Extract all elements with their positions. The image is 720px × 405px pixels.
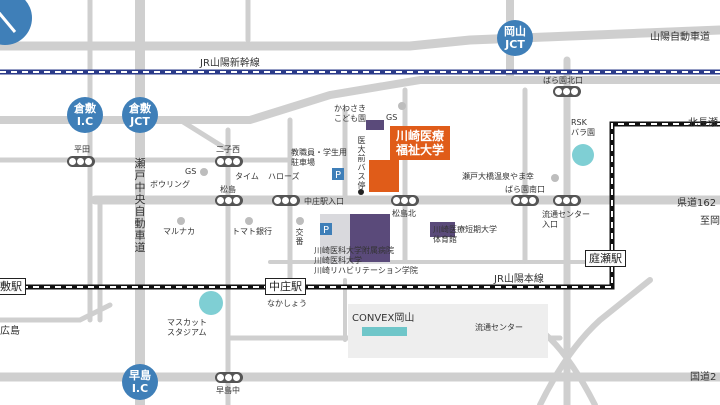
convex-label: CONVEX岡山 — [352, 313, 415, 324]
kodomo-en-label: かわさきこども園 — [334, 104, 366, 123]
muscat-stadium-label: マスカットスタジアム — [167, 318, 207, 337]
parking-label: 教職員・学生用駐車場 — [291, 148, 347, 167]
koban-label: 交番 — [295, 228, 304, 246]
matsushima-label: 松島 — [220, 185, 236, 194]
nakasho-kana: なかしょう — [267, 299, 307, 308]
signal-baraen-kita — [553, 86, 581, 97]
compass-icon — [0, 0, 32, 45]
signal-hayashima-naka — [215, 372, 243, 383]
ryutsu-center-iriguchi-label: 流通センター入口 — [542, 210, 590, 229]
tomato-bank-label: トマト銀行 — [232, 227, 272, 236]
parking-icon — [332, 168, 344, 180]
signal-baraen-minami — [511, 195, 539, 206]
time-label: タイム — [235, 172, 259, 181]
prefroad-162-label: 県道162 — [677, 198, 717, 209]
matsushima-kita-label: 松島北 — [392, 209, 416, 218]
signal-nakasho-iriguchi — [272, 195, 300, 206]
futako-nishi-label: 二子西 — [216, 145, 240, 154]
niwase-station: 庭瀬駅 — [585, 250, 626, 267]
bowling-label: ボウリング — [150, 180, 190, 189]
sanyo-expressway-road — [0, 25, 720, 51]
hiroshima-label: 広島 — [0, 326, 20, 337]
national-route-2-label: 国道2 — [690, 372, 717, 383]
itaru-label: 至岡 — [700, 216, 720, 227]
nakasho-eki-iriguchi-label: 中庄駅入口 — [304, 197, 344, 206]
shinkansen-label: JR山陽新幹線 — [200, 58, 260, 69]
kitanagase-label: 北長瀬 — [688, 118, 718, 129]
setoohashi-label: 瀬戸大橋温泉やま幸 — [462, 172, 534, 181]
signal-heiden — [67, 156, 95, 167]
sanyo-line-label: JR山陽本線 — [494, 274, 544, 285]
kodomo-en-building — [366, 120, 384, 130]
ryutsu-center-label: 流通センター — [475, 323, 523, 332]
signal-matsushima — [215, 195, 243, 206]
gs-left-label: GS — [185, 167, 197, 176]
bus-stop-icon — [358, 189, 364, 195]
hospital-label: 川崎医科大学附属病院川崎医科大学川崎リハビリテーション学院 — [314, 246, 418, 275]
baraen-minamiguchi-label: ばら園南口 — [505, 185, 545, 194]
seto-chuo-expressway-label: 瀬戸中央自動車道 — [134, 157, 146, 254]
svg-text:P: P — [335, 170, 341, 181]
harose-label: ハローズ — [268, 172, 300, 181]
signal-ryutsu-center — [553, 195, 581, 206]
heiden-label: 平田 — [74, 145, 90, 154]
gs-top-label: GS — [386, 113, 398, 122]
rsk-rose-garden-marker — [572, 144, 594, 166]
university-building — [369, 160, 399, 192]
muscat-stadium-marker — [199, 291, 223, 315]
marunaka-label: マルナカ — [163, 227, 195, 236]
svg-text:P: P — [323, 225, 329, 236]
parking-icon-hospital — [320, 223, 332, 235]
hospital-building — [350, 214, 390, 262]
gymnasium-building — [430, 222, 455, 237]
signal-matsushima-kita — [391, 195, 419, 206]
tandai-label: 川崎医療短期大学体育館 — [433, 225, 497, 244]
kurashiki-station: 敷駅 — [0, 278, 26, 295]
baraen-kitaguchi-label: ばら園北口 — [543, 76, 583, 85]
hayashima-naka-label: 早島中 — [216, 386, 240, 395]
nakasho-station: 中庄駅 — [265, 278, 306, 295]
sanyo-main-line — [0, 121, 720, 290]
sanyo-expressway-label: 山陽自動車道 — [650, 32, 710, 43]
university-label: 川崎医療福祉大学 — [390, 126, 451, 160]
bus-stop-label: 医大前バス停 — [357, 136, 366, 190]
convex-building — [362, 327, 407, 336]
signal-futako-nishi — [215, 156, 243, 167]
